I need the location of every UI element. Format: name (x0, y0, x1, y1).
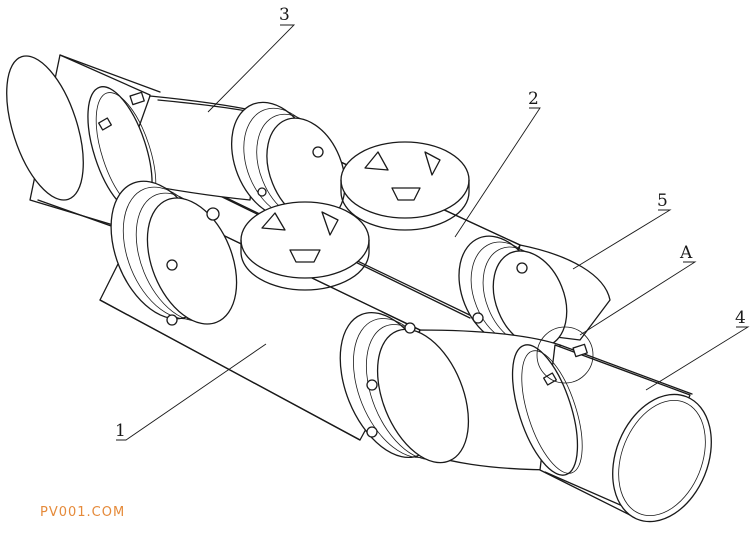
callout-2: 2 (528, 89, 539, 109)
outlet-clamp-ring (511, 343, 588, 476)
callout-5: 5 (657, 191, 668, 211)
detail-circle-a (536, 326, 594, 384)
inspection-cover-upper (340, 141, 470, 231)
left-coupling (110, 180, 238, 326)
callout-a: A (679, 243, 693, 263)
callout-3: 3 (279, 5, 290, 25)
site-watermark: PV001.COM (40, 505, 125, 520)
outlet-pipe (539, 344, 712, 523)
callout-4: 4 (735, 308, 746, 328)
upper-coupling (230, 101, 346, 223)
leader-lines (116, 24, 750, 441)
inspection-cover-lower (240, 201, 370, 291)
callout-1: 1 (115, 421, 126, 441)
right-upper-coupling (458, 235, 611, 348)
lower-right-elbow (339, 311, 561, 471)
